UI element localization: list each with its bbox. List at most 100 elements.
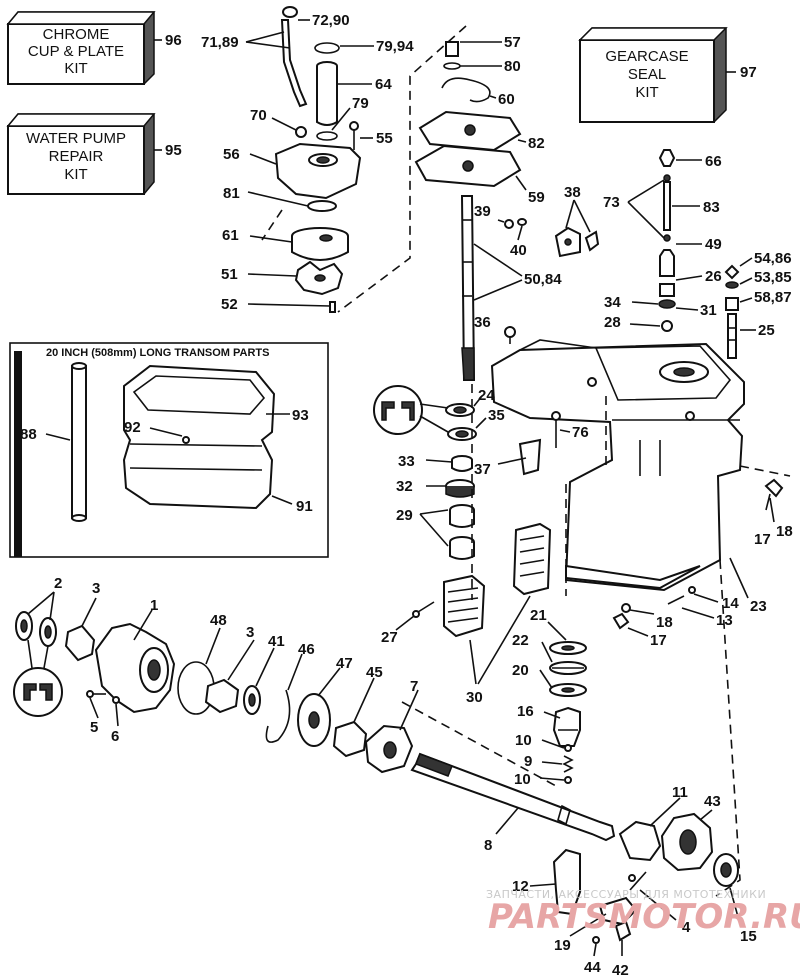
driveshaft-group [414, 41, 527, 381]
callout-18a: 18 [776, 523, 793, 540]
callout-42: 42 [612, 962, 629, 978]
callout-22: 22 [512, 632, 529, 649]
callout-28: 28 [604, 314, 621, 331]
callout-26: 26 [705, 268, 722, 285]
callout-40: 40 [510, 242, 527, 259]
callout-41: 41 [268, 633, 285, 650]
callout-25: 25 [758, 322, 775, 339]
callout-79-94: 79,94 [376, 38, 414, 55]
shift-rod-group [658, 149, 740, 359]
part-38-brackets [554, 226, 600, 258]
callout-1: 1 [150, 597, 158, 614]
seal-bearing-stack [373, 385, 561, 560]
callout-73: 73 [603, 194, 620, 211]
propshaft-bearing-group [13, 611, 414, 774]
callout-93: 93 [292, 407, 309, 424]
callout-55: 55 [376, 130, 393, 147]
callout-30: 30 [466, 689, 483, 706]
callout-35: 35 [488, 407, 505, 424]
callout-17b: 17 [650, 632, 667, 649]
callout-24: 24 [478, 387, 495, 404]
callout-15: 15 [740, 928, 757, 945]
callout-32: 32 [396, 478, 413, 495]
callout-20: 20 [512, 662, 529, 679]
water-pump-repair-kit-box: WATER PUMP REPAIR KIT [6, 113, 156, 195]
chrome-cup-plate-kit-box: CHROME CUP & PLATE KIT [6, 11, 156, 85]
callout-16: 16 [517, 703, 534, 720]
callout-96: 96 [165, 32, 182, 49]
callout-76: 76 [572, 424, 589, 441]
kit-line: SEAL [628, 66, 666, 83]
callout-3b: 3 [246, 624, 254, 641]
callout-52: 52 [221, 296, 238, 313]
transom-title: 20 INCH (508mm) LONG TRANSOM PARTS [46, 347, 270, 359]
callout-91: 91 [296, 498, 313, 515]
kit-line: KIT [64, 166, 87, 183]
callout-70: 70 [250, 107, 267, 124]
propshaft-8 [410, 752, 616, 842]
callout-48: 48 [210, 612, 227, 629]
callout-71-89: 71,89 [201, 34, 239, 51]
callout-59: 59 [528, 189, 545, 206]
shift-pinion-stack [549, 641, 587, 784]
callout-50-84: 50,84 [524, 271, 562, 288]
callout-23: 23 [750, 598, 767, 615]
callout-83: 83 [703, 199, 720, 216]
callout-82: 82 [528, 135, 545, 152]
callout-37: 37 [474, 461, 491, 478]
long-transom-parts-box: 20 INCH (508mm) LONG TRANSOM PARTS [9, 342, 329, 558]
callout-53-85: 53,85 [754, 269, 792, 286]
callout-7: 7 [410, 678, 418, 695]
callout-58-87: 58,87 [754, 289, 792, 306]
callout-6: 6 [111, 728, 119, 745]
callout-72-90: 72,90 [312, 12, 350, 29]
callout-34: 34 [604, 294, 621, 311]
part-30-water-screens [412, 522, 552, 638]
callout-97: 97 [740, 64, 757, 81]
callout-56: 56 [223, 146, 240, 163]
callout-66: 66 [705, 153, 722, 170]
callout-33: 33 [398, 453, 415, 470]
callout-31: 31 [700, 302, 717, 319]
water-pump-group [274, 6, 362, 313]
kit-line: CHROME [43, 26, 110, 43]
callout-61: 61 [222, 227, 239, 244]
callout-2: 2 [54, 575, 62, 592]
callout-88: 88 [20, 426, 37, 443]
callout-95: 95 [165, 142, 182, 159]
callout-12: 12 [512, 878, 529, 895]
callout-19: 19 [554, 937, 571, 954]
callout-17a: 17 [754, 531, 771, 548]
callout-92: 92 [124, 419, 141, 436]
callout-80: 80 [504, 58, 521, 75]
callout-14: 14 [722, 595, 739, 612]
callout-8: 8 [484, 837, 492, 854]
callout-43: 43 [704, 793, 721, 810]
callout-10b: 10 [514, 771, 531, 788]
callout-81: 81 [223, 185, 240, 202]
callout-13: 13 [716, 612, 733, 629]
gear-housing-23 [490, 339, 745, 592]
callout-38: 38 [564, 184, 581, 201]
callout-57: 57 [504, 34, 521, 51]
watermark-tagline: ЗАПЧАСТИ, АКСЕССУАРЫ ДЛЯ МОТОТЕХНИКИ [486, 888, 766, 901]
callout-46: 46 [298, 641, 315, 658]
callout-21: 21 [530, 607, 547, 624]
callout-27: 27 [381, 629, 398, 646]
callout-10a: 10 [515, 732, 532, 749]
watermark-brand: PARTSMOTOR.RU [488, 897, 800, 937]
kit-line: KIT [635, 84, 658, 101]
callout-5: 5 [90, 719, 98, 736]
kit-line: REPAIR [49, 148, 104, 165]
gearcase-seal-kit-box: GEARCASE SEAL KIT [578, 27, 728, 123]
callout-47: 47 [336, 655, 353, 672]
callout-64: 64 [375, 76, 392, 93]
kit-line: WATER PUMP [26, 130, 126, 147]
callout-49: 49 [705, 236, 722, 253]
callout-9: 9 [524, 753, 532, 770]
kit-line: CUP & PLATE [28, 43, 124, 60]
callout-79: 79 [352, 95, 369, 112]
callout-29: 29 [396, 507, 413, 524]
callout-44: 44 [584, 959, 601, 976]
callout-36: 36 [474, 314, 491, 331]
